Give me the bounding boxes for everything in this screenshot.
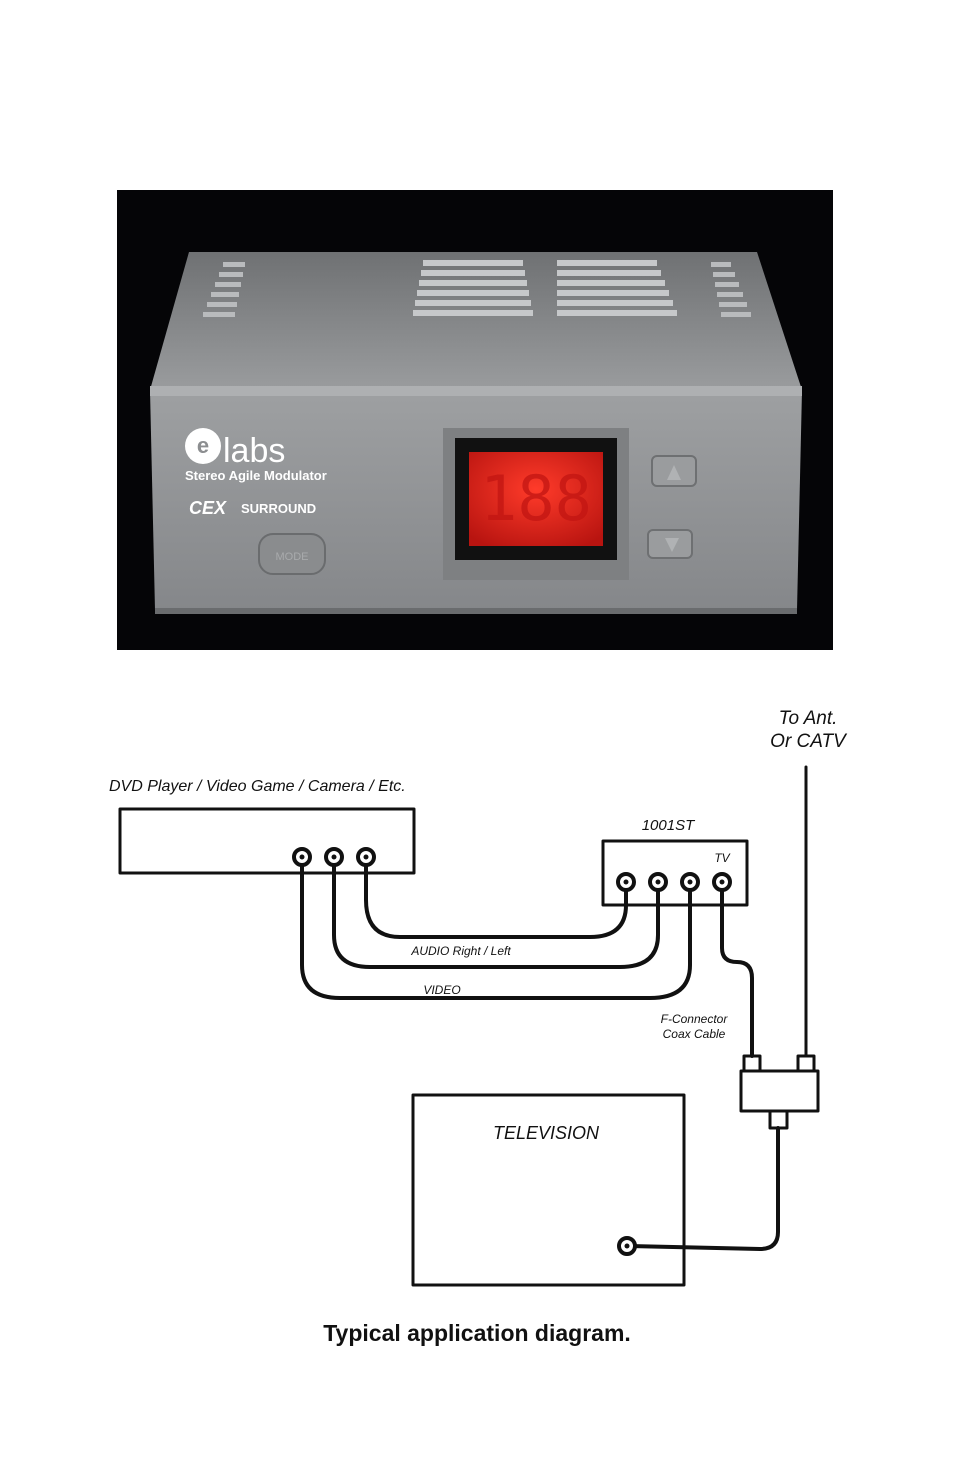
- model-name: Stereo Agile Modulator: [185, 468, 327, 483]
- television-label: TELEVISION: [493, 1123, 600, 1143]
- combiner-input-right: [796, 1054, 816, 1073]
- surround-logo: SURROUND: [241, 501, 316, 516]
- coax-label-line2: Coax Cable: [663, 1027, 726, 1041]
- device-top-panel: [150, 252, 802, 390]
- figure-caption: Typical application diagram.: [323, 1320, 631, 1346]
- cex-logo: CEX: [189, 498, 227, 518]
- modulator-box: [601, 839, 749, 907]
- source-device-box: [118, 807, 416, 875]
- coax-combiner-body: [739, 1069, 820, 1113]
- video-cable: [300, 855, 692, 1000]
- video-cable-label: VIDEO: [423, 983, 460, 997]
- device-photo: e labs Stereo Agile Modulator CEX SURROU…: [117, 190, 833, 650]
- combiner-output: [768, 1109, 789, 1130]
- brand-name: labs: [223, 432, 285, 470]
- audio-left-cable: [332, 855, 660, 969]
- tv-port-label: TV: [714, 851, 730, 865]
- svg-text:e: e: [197, 433, 209, 458]
- coax-label-line1: F-Connector: [661, 1012, 729, 1026]
- channel-display-value: 188: [480, 462, 592, 535]
- triangle-down-icon: [665, 538, 679, 552]
- triangle-up-icon: [667, 465, 681, 480]
- brand-logo-icon: [185, 428, 221, 464]
- channel-display: [469, 452, 603, 546]
- source-device-label: DVD Player / Video Game / Camera / Etc.: [109, 778, 406, 795]
- left-vents: [203, 262, 245, 317]
- audio-right-cable: [364, 855, 628, 939]
- mode-button[interactable]: [258, 533, 326, 575]
- right-vents: [711, 262, 751, 317]
- coax-cable: [720, 880, 754, 1058]
- application-diagram: To Ant. Or CATV DVD Player / Video Game …: [109, 708, 848, 1287]
- antenna-label-line1: To Ant.: [779, 708, 838, 729]
- audio-cable-label: AUDIO Right / Left: [410, 944, 511, 958]
- mode-button-label: MODE: [276, 551, 309, 563]
- antenna-label-line2: Or CATV: [770, 731, 848, 752]
- top-vents: [413, 260, 677, 316]
- tv-coax-cable: [626, 1126, 780, 1251]
- television-box: [411, 1093, 686, 1287]
- combiner-input-left: [742, 1054, 762, 1073]
- modulator-label: 1001ST: [642, 817, 696, 834]
